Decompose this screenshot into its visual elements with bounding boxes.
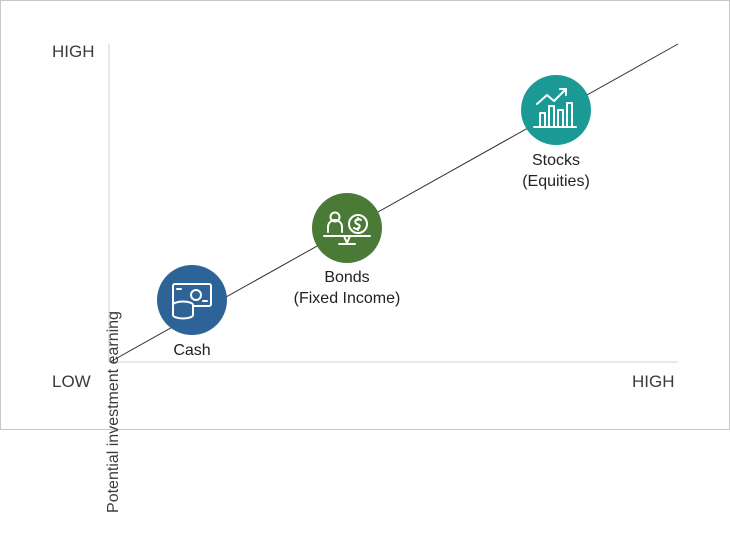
cash-icon xyxy=(172,283,212,320)
bonds-label-line1: Bonds xyxy=(324,269,370,286)
y-axis-high-label: HIGH xyxy=(52,42,95,61)
bonds-marker xyxy=(312,193,382,263)
stocks-label-line2: (Equities) xyxy=(522,172,590,190)
cash-marker xyxy=(157,265,227,335)
cash-circle xyxy=(157,265,227,335)
bonds-circle xyxy=(312,193,382,263)
stocks-circle xyxy=(521,75,591,145)
stocks-label: Stocks (Equities) xyxy=(476,151,636,193)
bonds-scale-icon xyxy=(323,211,371,245)
risk-return-diagram xyxy=(108,43,679,363)
x-axis-high-label: HIGH xyxy=(632,372,675,391)
bonds-label-line2: (Fixed Income) xyxy=(293,289,401,307)
cash-label: Cash xyxy=(112,341,272,362)
bonds-label: Bonds (Fixed Income) xyxy=(267,268,427,310)
y-axis-title: Potential investment earning xyxy=(105,311,122,513)
x-axis-low-label: LOW xyxy=(52,372,91,391)
stocks-marker xyxy=(521,75,591,145)
stocks-label-line1: Stocks xyxy=(531,152,580,169)
cash-label-line1: Cash xyxy=(173,342,211,359)
stocks-chart-icon xyxy=(533,88,577,128)
